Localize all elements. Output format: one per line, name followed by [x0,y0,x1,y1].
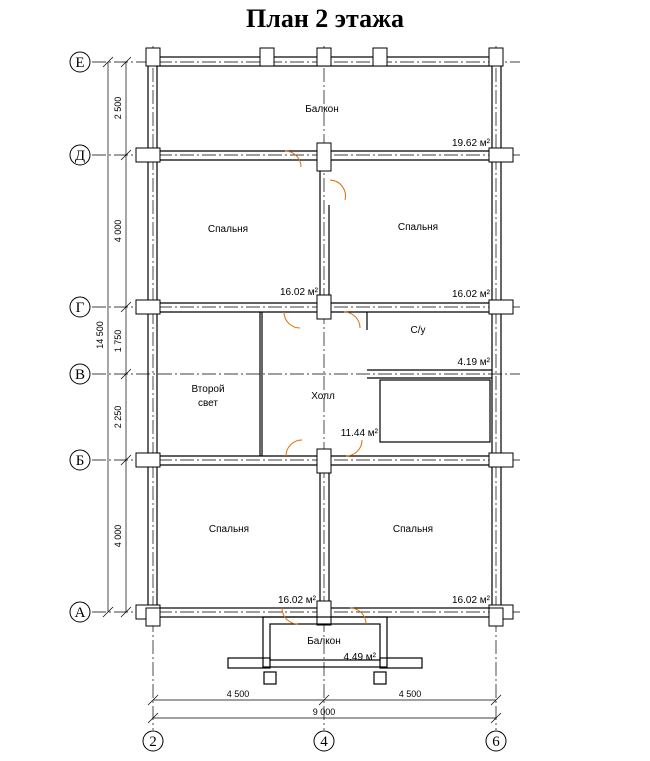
room-label-balcony-top: Балкон [305,104,339,115]
room-label-bedroom-nw: Спальня [208,224,248,235]
area-balcony-top: 19.62 м² [452,138,491,149]
dim-h-total: 9 000 [313,707,336,717]
plan-title: План 2 этажа [246,4,404,33]
room-label-second-light-line1: Второй [191,384,224,395]
area-hall: 11.44 м² [341,428,379,439]
horizontal-dimensions [147,694,502,724]
axis-col-4: 4 [320,734,328,750]
dim-h-1: 4 500 [227,689,250,699]
room-label-bedroom-sw: Спальня [209,524,249,535]
area-bedroom-ne: 16.02 м² [452,289,491,300]
axis-row-b: Б [76,453,85,469]
dim-v-2: 4 000 [113,220,123,243]
room-label-hall: Холл [311,391,335,402]
vertical-dimensions [102,56,132,618]
bottom-balcony [227,616,423,685]
dim-v-5: 4 000 [113,525,123,548]
log-ends [135,47,514,627]
col-axis-markers: 2 4 6 [142,730,507,752]
dim-h-2: 4 500 [399,689,422,699]
axis-row-e: Е [75,55,84,71]
row-axis-markers: Е Д Г В Б А [69,51,91,623]
room-label-balcony-bottom: Балкон [307,636,341,647]
room-label-bedroom-se: Спальня [393,524,433,535]
area-bathroom: 4.19 м² [458,357,491,368]
dim-v-total: 14 500 [95,321,105,349]
room-label-second-light-line2: свет [198,398,218,409]
area-bedroom-se: 16.02 м² [452,595,491,606]
dim-v-4: 2 250 [113,406,123,429]
area-balcony-bottom: 4.49 м² [344,652,377,663]
walls [147,56,502,618]
axis-col-2: 2 [149,734,157,750]
dim-v-3: 1 750 [113,330,123,353]
room-label-bathroom: С/у [411,325,426,336]
axis-row-a: А [75,605,86,621]
area-bedroom-nw: 16.02 м² [280,287,319,298]
doors [281,150,367,625]
room-label-bedroom-ne: Спальня [398,222,438,233]
axis-row-d: Д [75,148,85,164]
axis-col-6: 6 [492,734,500,750]
axis-row-v: В [75,367,85,383]
dim-v-1: 2 500 [113,97,123,120]
area-bedroom-sw: 16.02 м² [278,595,317,606]
axis-row-g: Г [76,300,85,316]
